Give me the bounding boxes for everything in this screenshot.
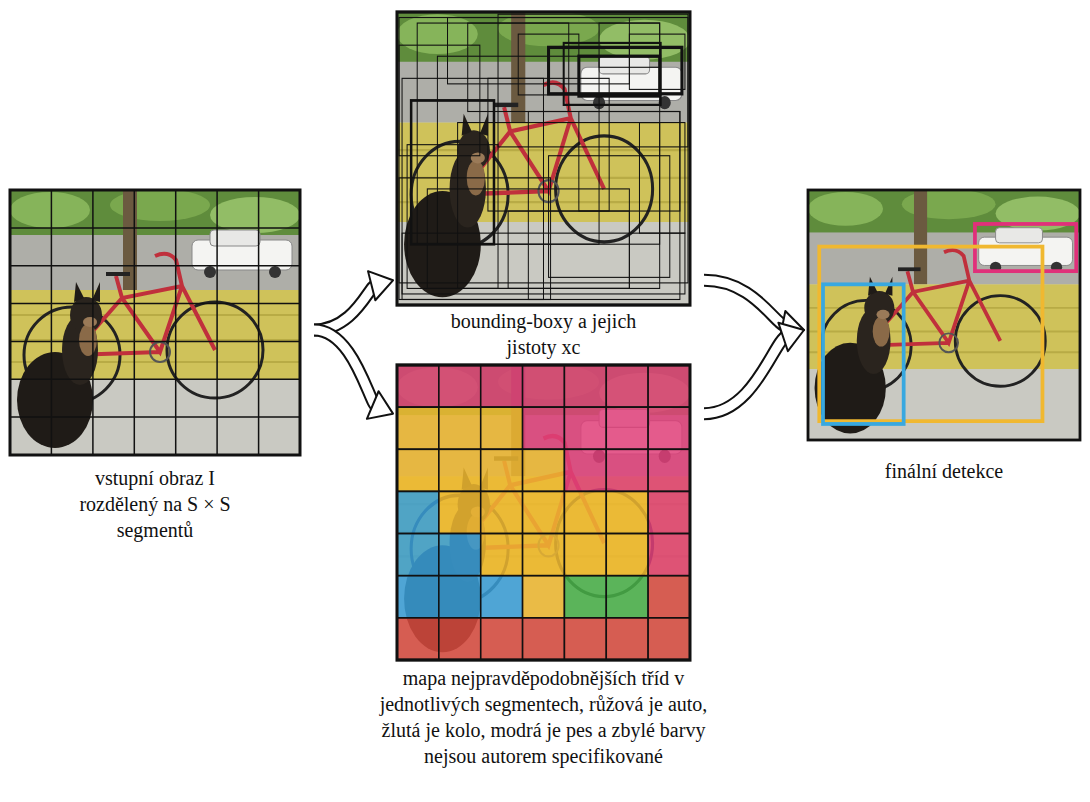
image-panel: mapa nejpravděpodobnějších tříd v jednot…: [397, 365, 690, 773]
arrow-body: [704, 336, 787, 414]
arrow-outline: [704, 336, 787, 414]
arrow-outline: [314, 285, 376, 330]
image-panel: bounding-boxy a jejich jistoty xc: [397, 12, 690, 364]
final-detection-image: [808, 189, 1080, 440]
bounding-box-image: [397, 11, 690, 305]
hollow-arrow: [314, 271, 393, 330]
arrow-head: [368, 271, 393, 300]
image-caption: mapa nejpravděpodobnějších tříd v jednot…: [369, 665, 719, 769]
image-panel: vstupní obraz I rozdělený na S × S segme…: [10, 190, 300, 547]
hollow-arrow: [704, 323, 804, 414]
image-caption: bounding-boxy a jejich jistoty xc: [444, 308, 644, 360]
arrow-outline: [704, 280, 786, 326]
arrow-outline: [314, 330, 376, 407]
arrow-body: [314, 330, 376, 407]
arrow-body: [314, 285, 376, 330]
class-map-image: [397, 364, 690, 660]
arrow-head: [778, 323, 804, 351]
arrow-head: [367, 391, 393, 419]
image-caption: vstupní obraz I rozdělený na S × S segme…: [70, 465, 240, 543]
image-caption: finální detekce: [844, 458, 1044, 484]
arrow-body: [704, 280, 786, 326]
input-image: [10, 189, 300, 455]
hollow-arrow: [314, 330, 393, 419]
image-panel: finální detekce: [808, 190, 1080, 488]
